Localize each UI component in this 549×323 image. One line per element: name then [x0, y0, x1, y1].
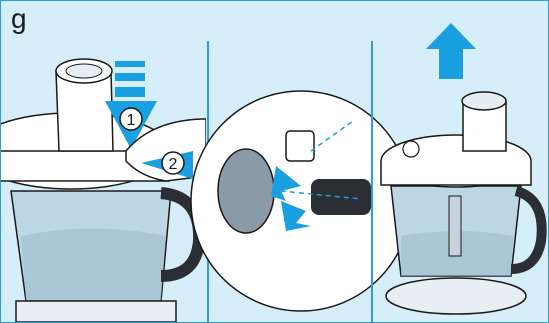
callout-1: 1 — [127, 112, 136, 129]
callout-2: 2 — [169, 156, 178, 173]
bowl-liquid — [21, 228, 166, 301]
callout-1-circle — [119, 107, 143, 131]
bowl-handle-3 — [510, 186, 547, 274]
step-letter: g — [11, 3, 27, 34]
base-shape-3 — [385, 277, 527, 315]
panel-divider-2 — [371, 41, 373, 322]
base-shape — [15, 300, 177, 322]
double-arrow-icon — [271, 166, 311, 231]
arrow-up-icon — [426, 23, 476, 79]
latch-arm — [311, 179, 371, 215]
callout-2-circle — [161, 151, 185, 175]
latch-knob — [285, 130, 315, 162]
panel-lid-locking: 1 2 — [1, 58, 206, 322]
